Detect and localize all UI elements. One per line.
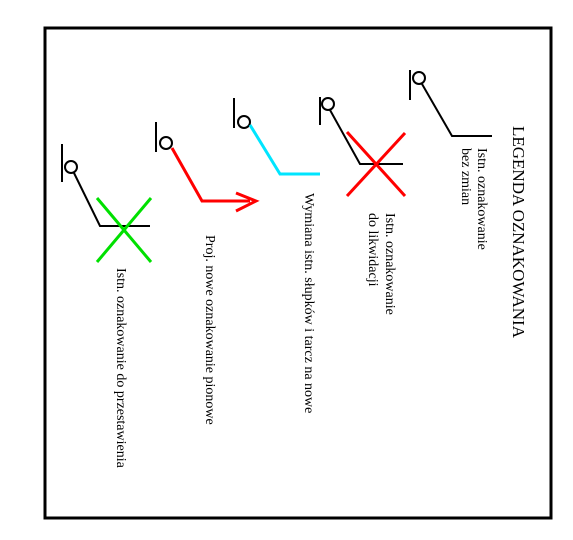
legend-frame bbox=[43, 26, 553, 520]
legend-title: LEGENDA OZNAKOWANIA bbox=[509, 126, 528, 339]
label-new: Proj. nowe oznakowanie pionowe bbox=[202, 235, 217, 425]
label-remove-line2: do likwidacji bbox=[365, 213, 380, 287]
legend-symbol-replace bbox=[233, 98, 320, 176]
legend-symbol-remove bbox=[319, 97, 407, 198]
legend-symbol-relocate bbox=[61, 144, 153, 263]
label-replace: Wymiana istn. słupków i tarcz na nowe bbox=[301, 193, 316, 413]
label-remove-line1: Istn. oznakowanie bbox=[382, 213, 397, 315]
label-relocate: Istn. oznakowanie do przestawienia bbox=[113, 268, 128, 469]
label-unchanged-line2: bez zmian bbox=[458, 148, 473, 205]
label-unchanged-line1: Istn. oznakowanie bbox=[474, 148, 489, 250]
legend-symbol-unchanged bbox=[409, 70, 492, 137]
legend-symbol-new bbox=[155, 122, 260, 213]
arrow-head-icon bbox=[235, 191, 260, 213]
